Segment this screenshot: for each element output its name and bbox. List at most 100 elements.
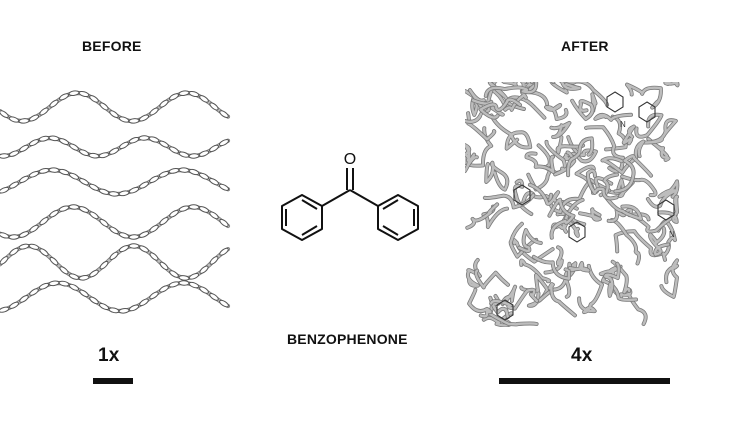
chain-link [19,175,29,184]
chain-link [178,90,190,96]
chain-link [118,308,130,314]
chain-link [128,234,140,240]
chain-link [159,99,169,108]
network-strand [501,285,517,306]
network-strand [522,82,549,106]
chain-link [48,135,60,142]
network-strand [647,137,670,162]
chain-link [49,256,59,266]
chain-link [209,256,219,265]
chain-link [18,118,30,124]
network-strand [566,137,594,177]
chain-link [29,224,39,233]
chain-link [209,144,219,153]
chain-link [118,190,130,197]
chain-link [209,178,219,186]
chain-link [159,261,169,271]
chain-link [188,281,200,289]
network-strand [646,180,679,208]
chain-link [0,232,10,239]
chain-link [128,137,140,144]
network-strand [489,296,538,326]
chain-link [78,274,90,281]
network-strand [614,229,662,257]
chain-link [138,114,150,122]
chain-link [19,144,29,153]
network-strand [604,262,620,297]
before-polymer-chains [0,90,231,314]
network-strand [622,125,636,145]
chain-link [218,139,230,147]
network-strand [606,178,634,198]
chain-link [128,186,140,194]
network-strand [474,269,510,289]
chain-link [198,206,210,213]
chain-link [209,211,219,220]
network-strand [485,161,509,191]
network-ring-1 [606,91,624,113]
chain-link [108,147,120,155]
network-strand [548,198,575,239]
chain-link [199,286,209,294]
nitrogen-label-1: N [620,120,626,129]
chain-link [139,245,149,253]
network-strand [528,183,561,206]
chain-link [9,301,19,309]
chain-link [38,168,50,174]
before-scale-bar [93,378,133,384]
network-ring-4 [568,221,586,243]
chain-link [128,243,140,249]
chain-link [78,90,90,98]
network-strand [549,178,611,214]
network-strand [664,82,679,87]
network-strand [635,113,663,138]
chain-link [188,153,200,159]
chain-link [99,102,109,111]
chain-link [28,114,40,122]
chain-link [98,302,110,311]
chain-link [219,247,229,256]
chain-link [58,138,70,146]
chain-link [148,136,160,143]
chain-link [188,90,200,98]
chain-link [219,110,229,118]
network-strand [648,227,670,256]
chain-link [88,152,100,159]
chain-link [199,265,209,274]
before-label: BEFORE [82,38,142,54]
chain-link [28,170,40,178]
chain-link [149,291,159,300]
network-strand [578,208,601,221]
chain-link [149,252,159,261]
network-strand [544,103,568,121]
network-strand [465,143,478,173]
network-ring-3 [513,184,531,206]
network-strand [465,89,478,117]
chain-link [78,206,90,213]
chain-link [128,304,140,312]
network-strand [603,173,643,221]
network-strand [577,264,604,314]
network-strand [550,121,571,139]
network-strand [525,152,555,174]
chain-link [118,245,130,253]
network-strand [568,261,590,272]
network-strand [550,82,609,107]
chain-link [38,135,50,142]
after-label: AFTER [561,38,609,54]
chain-link [19,295,29,303]
chain-link [219,218,229,227]
chain-link [109,226,119,235]
chain-link [28,139,40,147]
network-strand [610,218,641,265]
chain-link [219,299,229,308]
oxygen-atom-label: O [344,151,356,168]
chain-link [68,283,80,291]
chain-link [88,183,100,191]
chain-link [178,205,190,212]
network-strand [586,169,618,200]
chain-link [178,151,190,158]
network-strand [490,114,532,150]
chain-link [99,260,109,270]
chain-link [199,95,209,103]
